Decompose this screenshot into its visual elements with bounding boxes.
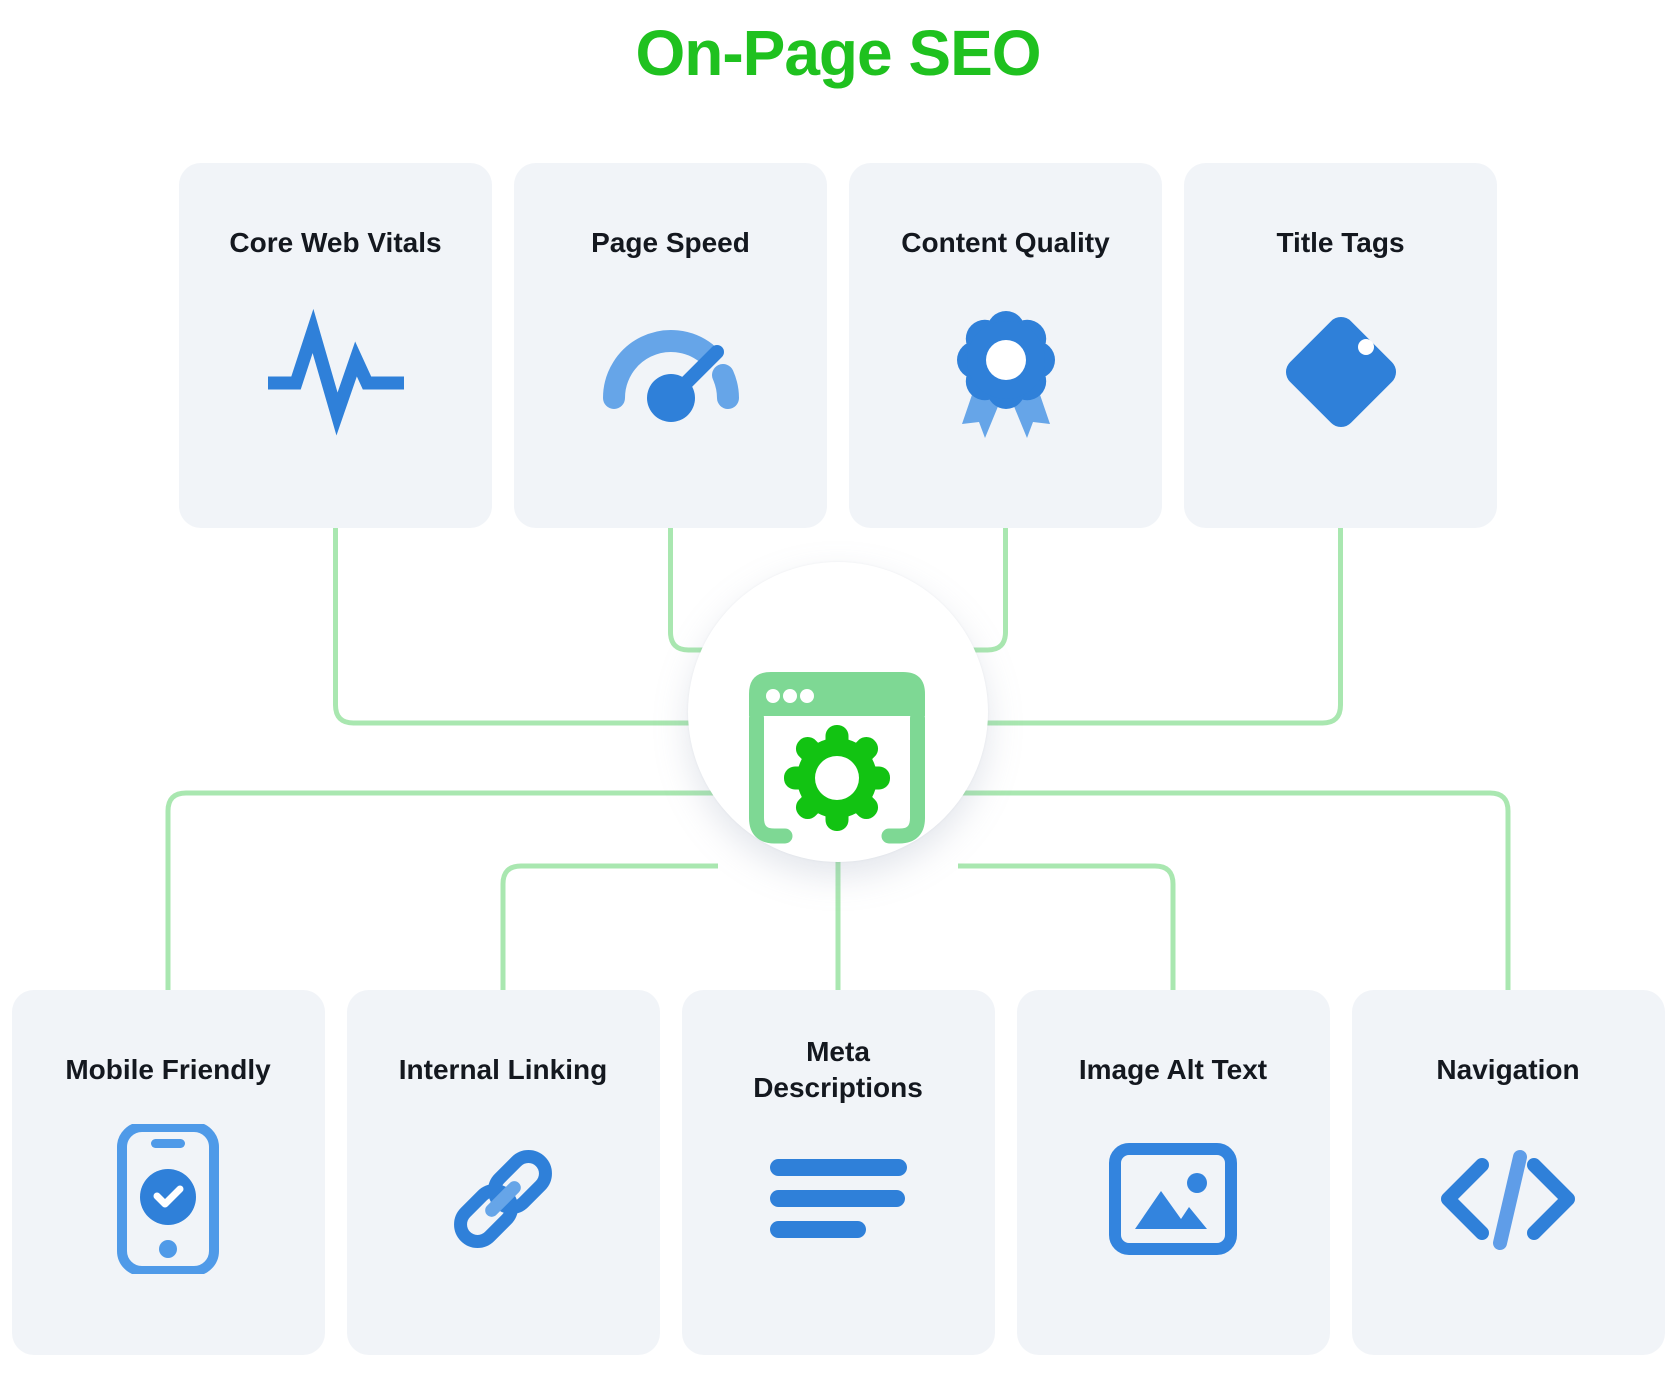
connector-internal-linking: [500, 863, 718, 990]
connector-page-speed: [668, 528, 838, 653]
card-label: Title Tags: [1276, 227, 1405, 258]
connector-image-alt-text: [958, 863, 1176, 990]
card-internal-linking: Internal Linking: [346, 990, 660, 1355]
card-label: Navigation: [1436, 1054, 1580, 1085]
image-icon: [1098, 1124, 1248, 1274]
card-label: Image Alt Text: [1078, 1054, 1268, 1085]
card-core-web-vitals: Core Web Vitals: [179, 163, 492, 528]
card-meta-descriptions: Meta Descriptions: [681, 990, 995, 1355]
speedometer-icon: [596, 297, 746, 447]
page-title: On-Page SEO: [635, 17, 1041, 89]
card-label: Mobile Friendly: [65, 1054, 271, 1085]
code-icon: [1433, 1124, 1583, 1274]
bottom-card-row: Mobile Friendly Internal Linking Meta Desc…: [0, 990, 1676, 1355]
connector-navigation: [838, 790, 1511, 990]
connector-content-quality: [838, 528, 1008, 653]
connector-mobile-friendly: [165, 790, 838, 990]
text-lines-icon: [763, 1124, 913, 1274]
card-navigation: Navigation: [1351, 990, 1665, 1355]
card-label: Content Quality: [901, 227, 1110, 258]
tag-icon: [1266, 297, 1416, 447]
connector-core-web-vitals: [333, 528, 838, 726]
card-content-quality: Content Quality: [849, 163, 1162, 528]
card-label: Meta Descriptions: [753, 1036, 923, 1103]
top-card-row: Core Web Vitals Page Speed Content Quality…: [0, 163, 1676, 528]
card-page-speed: Page Speed: [514, 163, 827, 528]
card-image-alt-text: Image Alt Text: [1016, 990, 1330, 1355]
seo-hub-circle: [688, 562, 988, 862]
browser-gear-icon: [737, 658, 937, 858]
award-icon: [931, 297, 1081, 447]
phone-check-icon: [93, 1124, 243, 1274]
card-label: Core Web Vitals: [229, 227, 442, 258]
connector-title-tags: [838, 528, 1343, 726]
pulse-icon: [261, 297, 411, 447]
card-label: Internal Linking: [398, 1054, 608, 1085]
link-icon: [428, 1124, 578, 1274]
card-title-tags: Title Tags: [1184, 163, 1497, 528]
card-mobile-friendly: Mobile Friendly: [11, 990, 325, 1355]
card-label: Page Speed: [591, 227, 750, 258]
